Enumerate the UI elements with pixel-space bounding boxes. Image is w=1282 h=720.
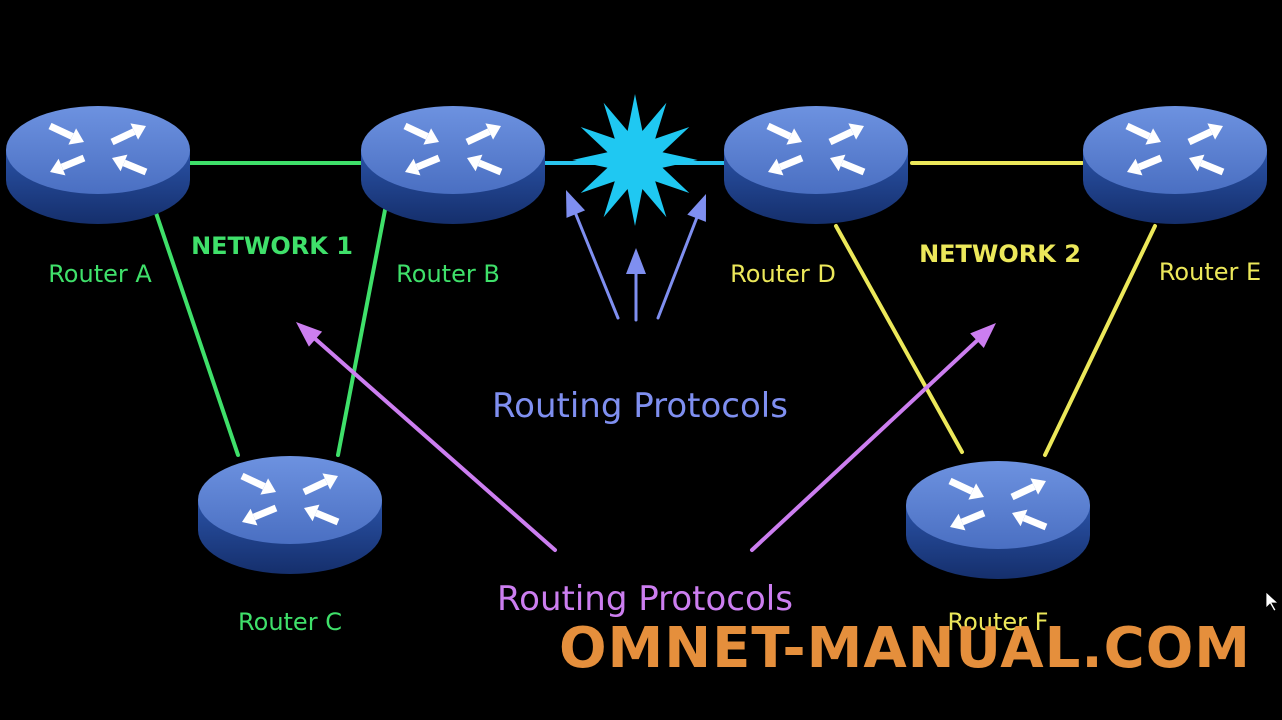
arrow-up-icon [566,190,620,320]
routers-layer: Router A Router B Router C Router D Router E… [6,106,1267,636]
router-b: Router B [361,106,545,288]
router-f: Router F [906,461,1090,636]
router-icon [1083,106,1267,224]
collision-burst-icon [572,94,698,226]
router-a: Router A [6,106,190,288]
router-icon [906,461,1090,579]
link-a-c [153,208,240,457]
router-c: Router C [198,456,382,636]
router-icon [361,106,545,224]
network-2-label: NETWORK 2 [919,240,1081,268]
link-b-c [336,208,387,457]
router-d: Router D [724,106,908,288]
watermark: OMNET-MANUAL.COM [559,616,1251,681]
links-layer [153,161,1157,457]
routing-protocols-caption-blue: Routing Protocols [492,386,788,426]
arrow-up-icon [656,194,706,320]
protocol-arrows [296,190,996,552]
router-label: Router E [1159,258,1261,286]
mouse-cursor-icon [1265,591,1280,612]
link-e-f [1043,224,1157,457]
router-label: Router D [730,260,836,288]
arrow-up-icon [750,323,996,552]
router-icon [724,106,908,224]
router-icon [6,106,190,224]
link-d-f [834,224,964,454]
burst-shape [572,94,698,226]
router-icon [198,456,382,574]
router-label: Router C [238,608,342,636]
network-1-label: NETWORK 1 [191,232,353,260]
arrow-up-icon [626,248,646,322]
router-label: Router B [396,260,500,288]
router-label: Router F [948,608,1049,636]
router-label: Router A [48,260,152,288]
router-e: Router E [1083,106,1267,286]
routing-protocols-caption-purple: Routing Protocols [497,579,793,619]
arrow-up-icon [296,322,557,552]
